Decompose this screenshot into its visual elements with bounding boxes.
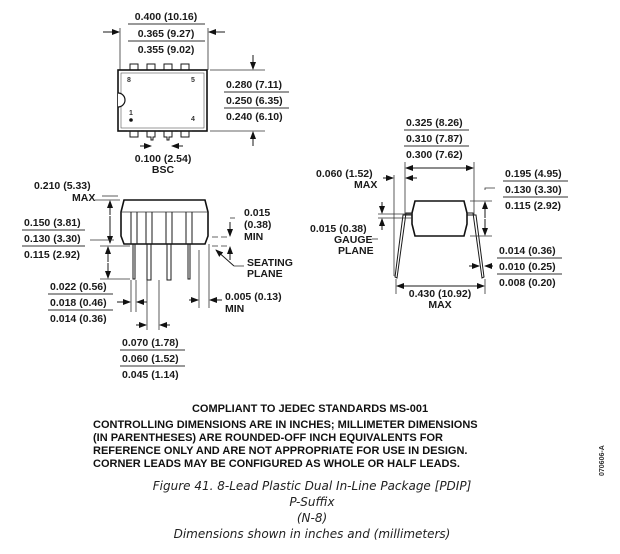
- notes: COMPLIANT TO JEDEC STANDARDS MS-001 CONT…: [93, 403, 478, 470]
- top-height-max: 0.280 (7.11): [226, 79, 282, 91]
- package-body-end: [411, 200, 468, 237]
- pin-4-label: 4: [191, 116, 195, 123]
- body-thickness-nom: 0.130 (3.30): [505, 184, 562, 196]
- shoulder-nom: 0.060 (1.52): [122, 353, 179, 365]
- overhang-dim: 0.060 (1.52): [316, 168, 373, 180]
- bottom-leads: [127, 130, 192, 141]
- top-height-nom: 0.250 (6.35): [226, 95, 283, 107]
- seating-plane-label-2: PLANE: [247, 268, 283, 280]
- overhang-note: MAX: [354, 179, 377, 191]
- lead-width-max: 0.022 (0.56): [50, 281, 107, 293]
- lead-thickness-nom: 0.010 (0.25): [499, 261, 556, 273]
- gauge-dim: 0.015 (0.38): [310, 223, 367, 235]
- lead-thickness-max: 0.014 (0.36): [499, 245, 556, 257]
- arrow-icon: [215, 249, 235, 267]
- top-view: 0.400 (10.16) 0.365 (9.27) 0.355 (9.02) …: [103, 11, 289, 176]
- right-lead: [467, 212, 485, 279]
- end-gap-dim: 0.005 (0.13): [225, 291, 282, 303]
- note-line-2: (IN PARENTHESES) ARE ROUNDED-OFF INCH EQ…: [93, 432, 443, 444]
- end-gap-note: MIN: [225, 303, 244, 315]
- end-view: 0.325 (8.26) 0.310 (7.87) 0.300 (7.62) 0…: [310, 117, 568, 311]
- row-spacing-max: 0.325 (8.26): [406, 117, 463, 129]
- note-line-1: CONTROLLING DIMENSIONS ARE IN INCHES; MI…: [93, 419, 478, 431]
- shoulder-min: 0.045 (1.14): [122, 369, 179, 381]
- side-height-max: 0.210 (5.33): [34, 180, 91, 192]
- standoff-dim: 0.015: [244, 207, 270, 219]
- side-leads: [130, 212, 193, 281]
- overall-width-dim: 0.430 (10.92): [409, 288, 471, 300]
- figure-title: Figure 41. 8-Lead Plastic Dual In-Line P…: [153, 479, 472, 493]
- lead-length-min: 0.115 (2.92): [24, 249, 80, 261]
- top-height-min: 0.240 (6.10): [226, 111, 283, 123]
- notch-icon: [117, 92, 126, 108]
- pin-5-label: 5: [191, 77, 195, 84]
- pitch-dim: 0.100 (2.54): [135, 153, 192, 165]
- pin-1-dot-icon: [129, 118, 133, 122]
- note-line-3: REFERENCE ONLY AND ARE NOT APPROPRIATE F…: [93, 445, 467, 457]
- top-width-nom: 0.365 (9.27): [138, 28, 195, 40]
- pin-1-label: 1: [129, 110, 133, 117]
- note-line-4: CORNER LEADS MAY BE CONFIGURED AS WHOLE …: [93, 458, 460, 470]
- gauge-plane-label: GAUGE: [334, 234, 373, 246]
- body-thickness-max: 0.195 (4.95): [505, 168, 562, 180]
- compliance-note: COMPLIANT TO JEDEC STANDARDS MS-001: [192, 403, 428, 415]
- left-lead: [394, 212, 412, 279]
- shoulder-max: 0.070 (1.78): [122, 337, 179, 349]
- caption: Figure 41. 8-Lead Plastic Dual In-Line P…: [153, 479, 472, 541]
- overall-width-note: MAX: [428, 299, 451, 311]
- body-thickness-min: 0.115 (2.92): [505, 200, 561, 212]
- lead-width-nom: 0.018 (0.46): [50, 297, 107, 309]
- gauge-plane-label-2: PLANE: [338, 245, 374, 257]
- figure-suffix: P-Suffix: [289, 495, 335, 509]
- lead-thickness-min: 0.008 (0.20): [499, 277, 556, 289]
- row-spacing-min: 0.300 (7.62): [406, 149, 463, 161]
- figure-code: (N-8): [297, 511, 327, 525]
- standoff-dim-mm: (0.38): [244, 219, 271, 231]
- lead-length-nom: 0.130 (3.30): [24, 233, 81, 245]
- top-leads: [127, 63, 192, 71]
- side-height-max-note: MAX: [72, 192, 95, 204]
- pitch-note: BSC: [152, 164, 175, 176]
- lead-length-max: 0.150 (3.81): [24, 217, 81, 229]
- top-width-max: 0.400 (10.16): [135, 11, 197, 23]
- top-width-min: 0.355 (9.02): [138, 44, 195, 56]
- standoff-note: MIN: [244, 231, 263, 243]
- pin-8-label: 8: [127, 77, 131, 84]
- lead-width-min: 0.014 (0.36): [50, 313, 107, 325]
- seating-plane-label: SEATING: [247, 257, 293, 269]
- row-spacing-nom: 0.310 (7.87): [406, 133, 463, 145]
- package-body-side: [120, 199, 209, 245]
- drawing-id: 070606-A: [599, 445, 606, 476]
- figure-units: Dimensions shown in inches and (millimet…: [174, 527, 451, 541]
- side-view: 0.210 (5.33) MAX 0.150 (3.81) 0.130 (3.3…: [22, 180, 293, 381]
